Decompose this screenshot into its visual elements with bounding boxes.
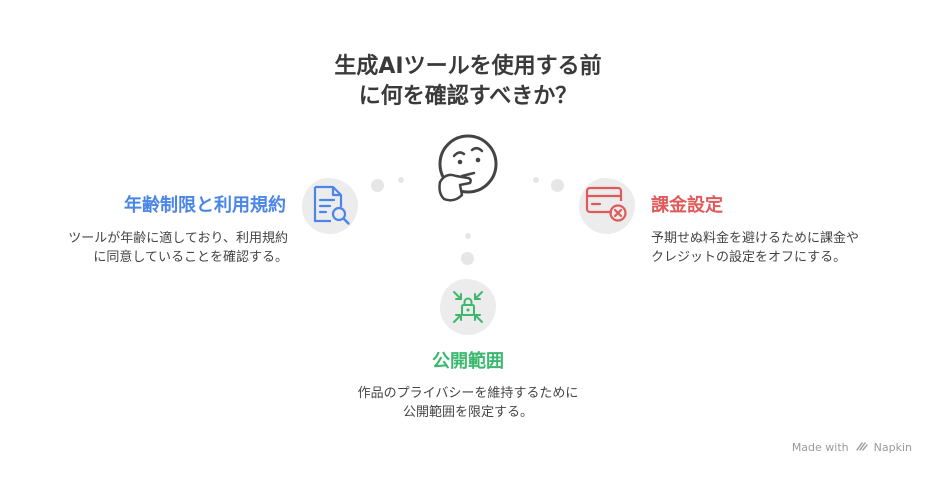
item-heading-visibility: 公開範囲 [432, 351, 504, 372]
footer-brand: Napkin [873, 441, 912, 454]
item-desc-line: に同意していることを確認する。 [93, 250, 288, 265]
item-desc-visibility: 作品のプライバシーを維持するために 公開範囲を限定する。 [0, 384, 936, 422]
connector-dot [551, 179, 564, 192]
item-desc-line: ツールが年齢に適しており、利用規約 [68, 231, 288, 246]
connector-dot [465, 233, 471, 239]
title-line-2: に何を確認すべきか？ [358, 84, 578, 109]
connector-dot [461, 252, 474, 265]
item-desc-billing: 予期せぬ料金を避けるために課金や クレジットの設定をオフにする。 [651, 229, 859, 267]
napkin-logo-icon [856, 442, 868, 451]
item-desc-line: 公開範囲を限定する。 [402, 405, 533, 420]
title-line-1: 生成AIツールを使用する前 [334, 54, 602, 79]
item-desc-line: 作品のプライバシーを維持するために [357, 386, 579, 401]
item-desc-line: クレジットの設定をオフにする。 [651, 250, 847, 265]
connector-dot [398, 177, 404, 183]
made-with-footer[interactable]: Made with Napkin [792, 441, 912, 454]
lock-arrows-icon [453, 291, 483, 323]
item-desc-age-terms: ツールが年齢に適しており、利用規約 に同意していることを確認する。 [68, 229, 288, 267]
connector-dot [371, 179, 384, 192]
icon-backdrop-bottom [440, 279, 496, 335]
item-desc-line: 予期せぬ料金を避けるために課金や [651, 231, 860, 246]
connector-dot [533, 177, 539, 183]
footer-text: Made with [791, 441, 849, 454]
item-heading-billing: 課金設定 [651, 195, 723, 216]
item-heading-age-terms: 年齢制限と利用規約 [124, 195, 286, 216]
diagram-title: 生成AIツールを使用する前 に何を確認すべきか？ [0, 52, 936, 112]
thinking-face-icon [438, 134, 498, 202]
document-search-icon [313, 185, 350, 225]
credit-card-cancel-icon [585, 186, 627, 222]
